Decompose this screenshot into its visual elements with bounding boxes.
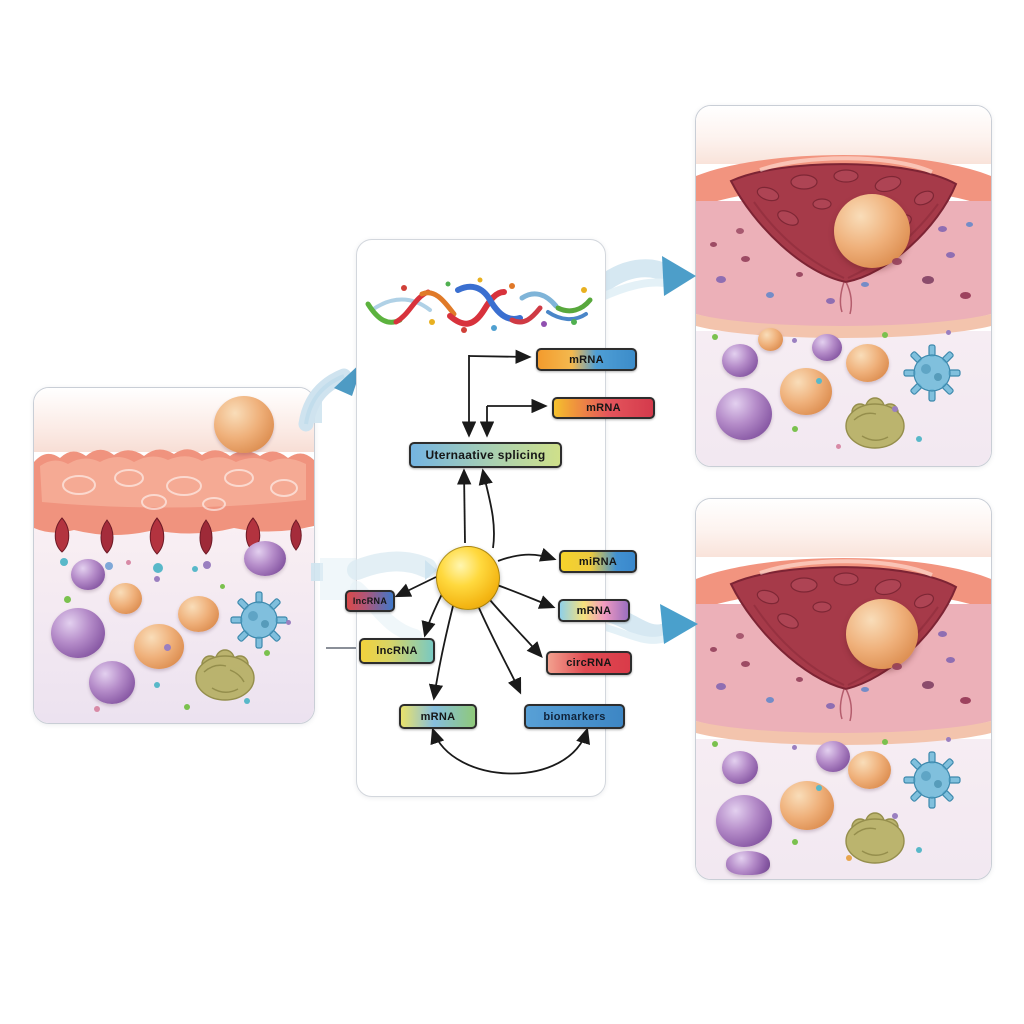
purple-cell xyxy=(816,741,850,772)
normal-tissue-panel xyxy=(33,387,315,724)
orange-cell xyxy=(109,583,142,614)
purple-cell xyxy=(722,751,758,784)
floating-tumor-cell xyxy=(214,396,274,453)
node-mrna-top: mRNA xyxy=(536,348,637,371)
orange-cell xyxy=(758,328,783,351)
orange-cell-large xyxy=(134,624,184,669)
connector-line xyxy=(326,647,360,649)
purple-cell xyxy=(244,541,286,576)
epithelium-band xyxy=(34,449,314,573)
rna-helix-icon xyxy=(365,277,593,333)
olive-cell xyxy=(845,397,905,449)
orange-cell xyxy=(846,344,889,382)
node-biomarkers: biomarkers xyxy=(524,704,625,729)
orange-cell xyxy=(848,751,891,789)
node-alternative-splicing: Uternaative splicing xyxy=(409,442,562,468)
olive-cell xyxy=(845,812,905,864)
node-mrna-second: mRNA xyxy=(552,397,655,419)
purple-cell xyxy=(89,661,135,704)
orange-cell xyxy=(178,596,219,632)
splicing-flowchart-panel: mRNA mRNA Uternaative splicing miRNA mRN… xyxy=(345,239,655,797)
orange-cell-large xyxy=(780,781,834,830)
purple-cell xyxy=(71,559,105,590)
node-circrna: circRNA xyxy=(546,651,632,675)
tumor-nucleus-cell xyxy=(834,194,910,268)
olive-cell xyxy=(195,649,255,701)
purple-cell xyxy=(726,851,770,875)
orange-cell-large xyxy=(780,368,832,415)
gene-nucleus-sphere xyxy=(436,546,500,610)
tumor-nucleus-cell xyxy=(846,599,918,669)
purple-cell-large xyxy=(716,388,772,440)
node-mrna-right: mRNA xyxy=(558,599,630,622)
spiky-immune-cell xyxy=(230,591,288,649)
secreted-vesicles xyxy=(60,557,258,573)
purple-cell-large xyxy=(51,608,105,658)
arrow-center-to-top-right-icon xyxy=(589,256,696,302)
purple-cell xyxy=(722,344,758,377)
purple-cell xyxy=(812,334,842,361)
tissue-wash xyxy=(696,499,991,557)
spiky-immune-cell xyxy=(903,751,961,809)
receptor-drops xyxy=(54,517,302,555)
tumor-tissue-panel-top xyxy=(695,105,992,467)
node-mirna: miRNA xyxy=(559,550,637,573)
node-mrna-bottom: mRNA xyxy=(399,704,477,729)
node-lncrna: lncRNA xyxy=(359,638,435,664)
purple-cell-large xyxy=(716,795,772,847)
tissue-wash xyxy=(696,106,991,164)
tumor-tissue-panel-bottom xyxy=(695,498,992,880)
node-lncrna-small: lncRNA xyxy=(345,590,395,612)
spiky-immune-cell xyxy=(903,344,961,402)
flow-arrows xyxy=(394,349,590,775)
